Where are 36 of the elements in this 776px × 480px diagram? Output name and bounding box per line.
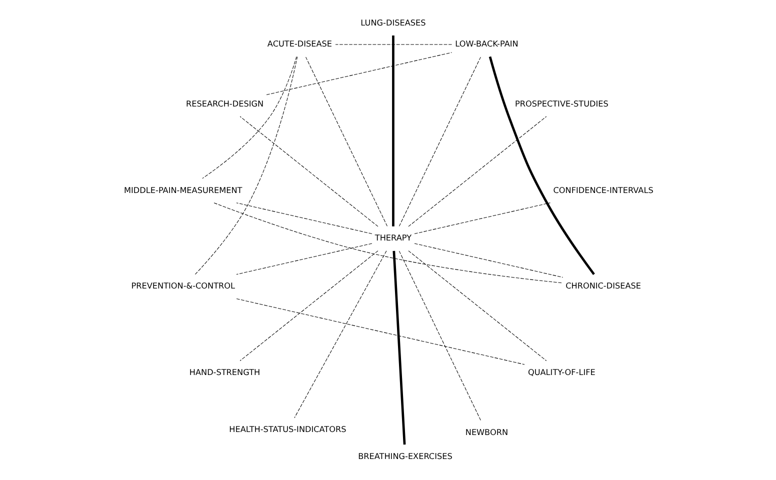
connector bbox=[392, 36, 394, 226]
connector bbox=[239, 250, 378, 362]
connector bbox=[202, 56, 296, 179]
connector bbox=[194, 56, 298, 275]
connector bbox=[408, 116, 546, 227]
node-text: CHRONIC-DISEASE bbox=[565, 280, 640, 291]
connector bbox=[398, 250, 481, 421]
connector bbox=[398, 56, 481, 226]
connector bbox=[392, 250, 406, 445]
connector bbox=[488, 56, 594, 275]
node-text: BREATHING-EXERCISES bbox=[358, 450, 452, 461]
connector bbox=[239, 116, 378, 227]
node-text: ACUTE-DISEASE bbox=[266, 38, 332, 49]
node-text: CONFIDENCE-INTERVALS bbox=[552, 184, 653, 195]
node-text: LUNG-DISEASES bbox=[360, 17, 426, 28]
node-text: NEWBORN bbox=[464, 426, 508, 437]
node-text: PREVENTION-&-CONTROL bbox=[130, 280, 235, 291]
connector bbox=[213, 202, 562, 284]
connector bbox=[334, 44, 452, 45]
node-text: QUALITY-OF-LIFE bbox=[527, 367, 595, 378]
node-text: RESEARCH-DESIGN bbox=[185, 98, 264, 108]
connector bbox=[304, 56, 387, 226]
node-text: HEALTH-STATUS-INDICATORS bbox=[228, 424, 346, 434]
connector bbox=[408, 250, 546, 362]
connector bbox=[236, 298, 524, 365]
node-text: THERAPY bbox=[374, 232, 412, 243]
node-text: HAND-STRENGTH bbox=[188, 367, 260, 378]
node-text: PROSPECTIVE-STUDIES bbox=[514, 98, 608, 108]
connector bbox=[414, 243, 563, 278]
node-text: LOW-BACK-PAIN bbox=[454, 38, 518, 49]
connector bbox=[236, 243, 372, 275]
connector bbox=[236, 202, 372, 234]
connector bbox=[414, 202, 550, 234]
connector bbox=[266, 52, 452, 95]
connector bbox=[294, 250, 386, 418]
node-text: MIDDLE-PAIN-MEASUREMENT bbox=[124, 184, 242, 195]
